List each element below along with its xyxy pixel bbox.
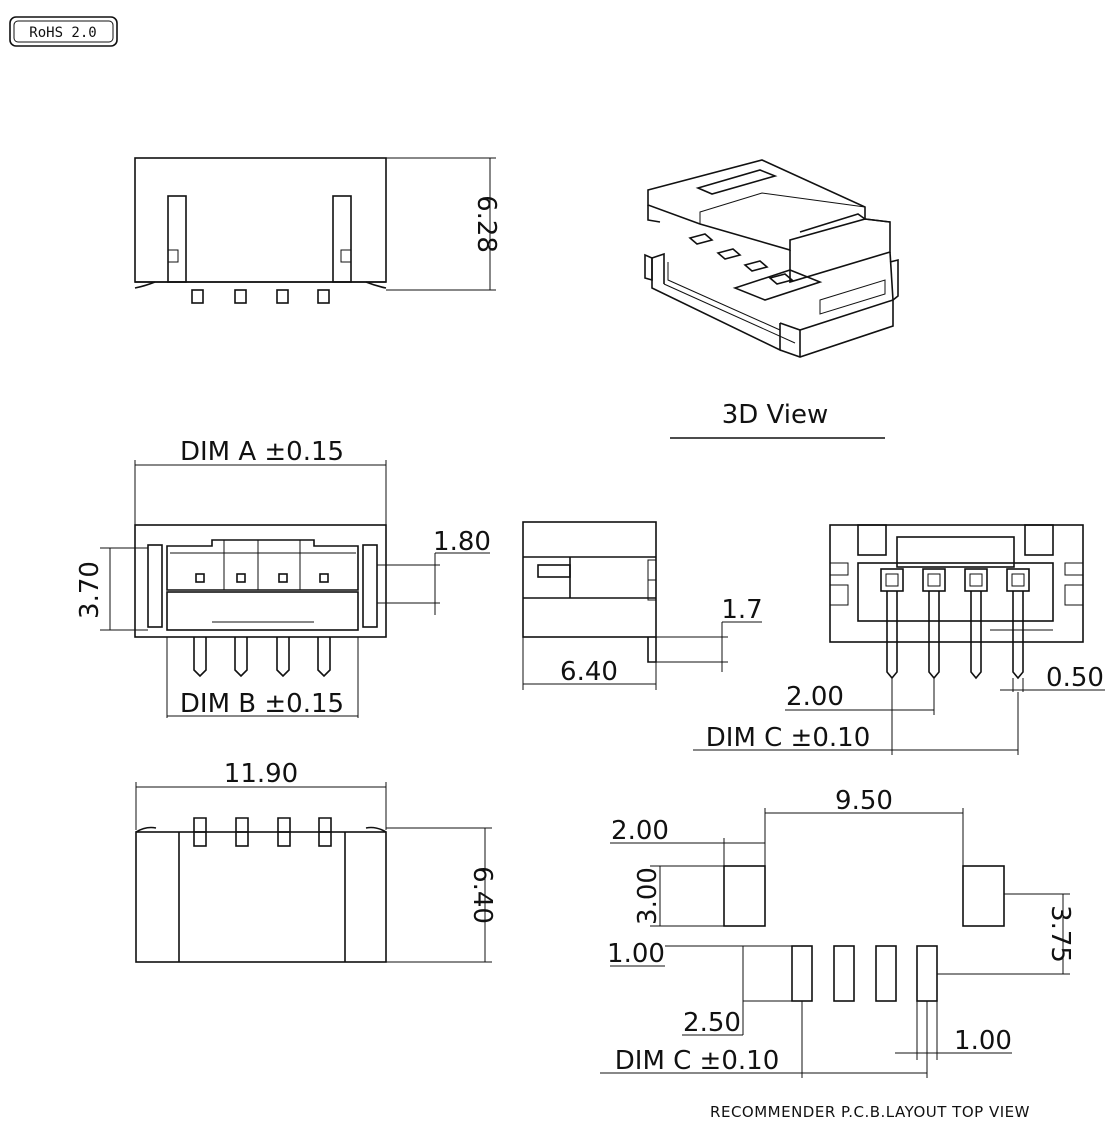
dim-6-40-bottom: 6.40: [467, 866, 497, 924]
dim-1-00-left: 1.00: [607, 939, 665, 969]
pcb-caption: RECOMMENDER P.C.B.LAYOUT TOP VIEW: [710, 1103, 1030, 1121]
dim-6-28: 6.28: [471, 195, 501, 253]
dim-2-50: 2.50: [683, 1008, 741, 1038]
dim-1-00-right: 1.00: [954, 1026, 1012, 1056]
dim-c-pcb: DIM C ±0.10: [615, 1046, 779, 1076]
dim-9-50: 9.50: [835, 786, 893, 816]
pcb-layout: 9.50 2.00 3.00 3.75 1.00 2.50 1: [600, 786, 1075, 1121]
rohs-badge-text: RoHS 2.0: [29, 25, 96, 41]
iso-view: 3D View: [644, 159, 899, 439]
dim-6-40-side: 6.40: [560, 657, 618, 687]
bottom-view: 11.90 6.40: [135, 759, 497, 963]
dim-0-50: 0.50: [1046, 663, 1104, 693]
rohs-badge: RoHS 2.0: [9, 16, 118, 47]
dim-3-75: 3.75: [1045, 905, 1075, 963]
dim-11-90: 11.90: [224, 759, 298, 789]
dim-2-00-pitch: 2.00: [786, 682, 844, 712]
dim-c-side: DIM C ±0.10: [706, 723, 870, 753]
front-view: DIM A ±0.15 3.70 1.80 DIM B: [75, 437, 491, 719]
side-view: 1.7 6.40: [522, 521, 763, 690]
dim-3-00: 3.00: [633, 867, 663, 925]
dim-2-00-pad: 2.00: [611, 816, 669, 846]
rear-view: 0.50 2.00 DIM C ±0.10: [693, 524, 1105, 755]
dim-a: DIM A ±0.15: [180, 437, 344, 467]
view-3d-label: 3D View: [722, 400, 829, 430]
top-view: 6.28: [134, 157, 501, 304]
dim-1-7: 1.7: [721, 595, 762, 625]
dim-b: DIM B ±0.15: [180, 689, 344, 719]
dim-1-80: 1.80: [433, 527, 491, 557]
dim-3-70: 3.70: [75, 561, 105, 619]
